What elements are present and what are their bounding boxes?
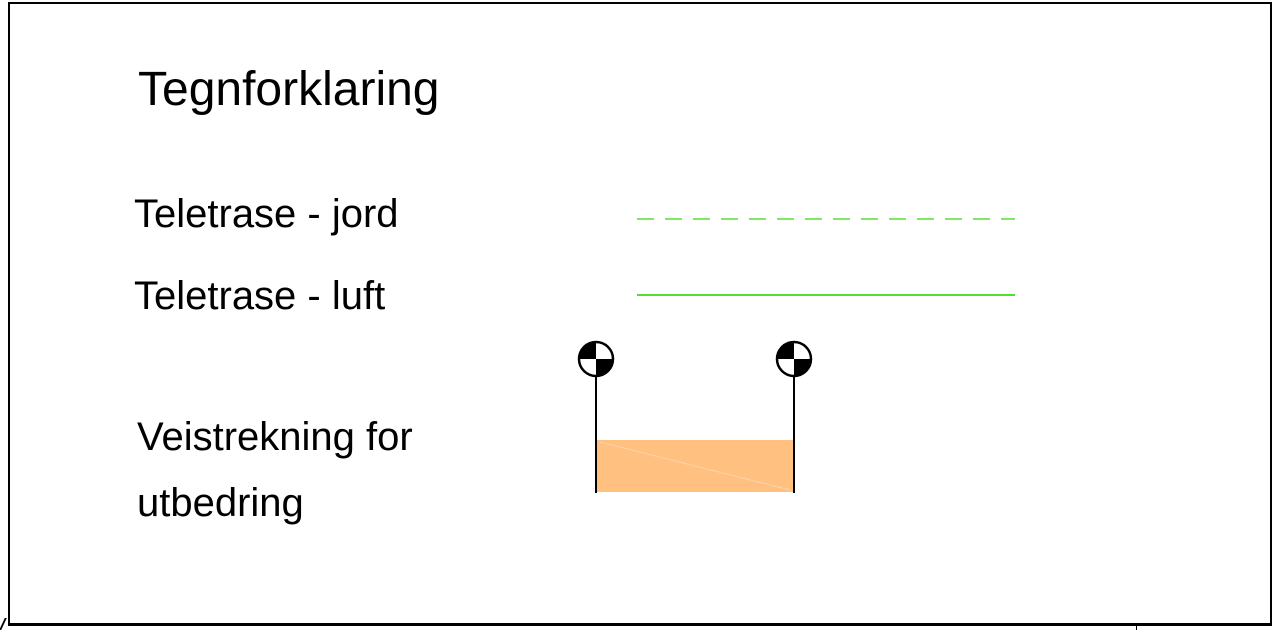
legend-label-teletrase-jord: Teletrase - jord bbox=[134, 192, 399, 236]
road-section-symbol bbox=[577, 340, 813, 493]
legend-frame bbox=[8, 2, 1272, 626]
right-marker-icon bbox=[775, 340, 813, 378]
frame-bottom-tick bbox=[1136, 624, 1137, 630]
left-marker-icon bbox=[577, 340, 615, 378]
road-section-hatch bbox=[599, 441, 791, 491]
legend-label-teletrase-luft: Teletrase - luft bbox=[134, 274, 386, 318]
legend-title: Tegnforklaring bbox=[138, 63, 440, 116]
legend-label-veistrekning: Veistrekning for utbedring bbox=[137, 415, 413, 525]
